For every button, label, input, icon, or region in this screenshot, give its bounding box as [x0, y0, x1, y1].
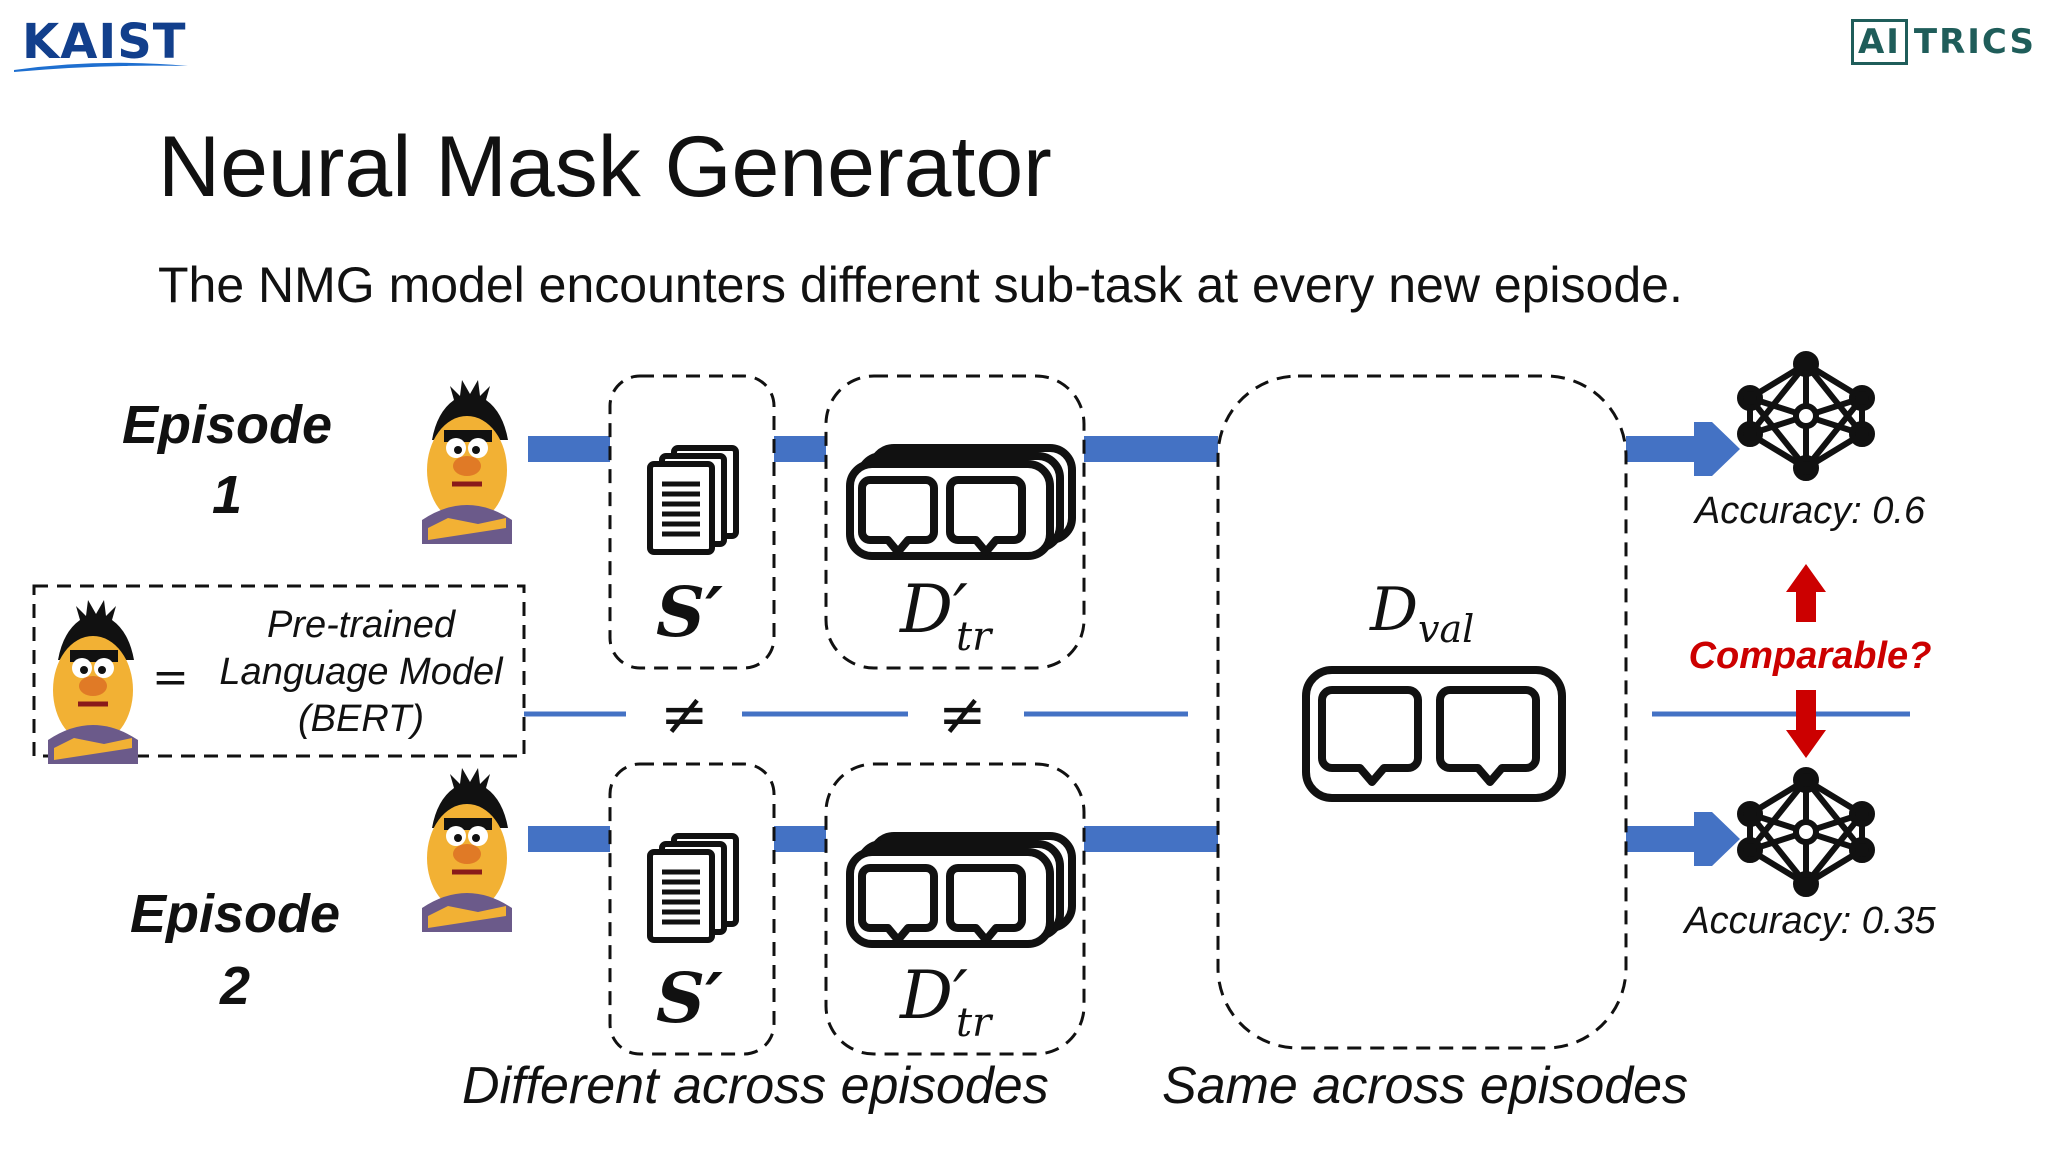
different-across-episodes-label: Different across episodes — [462, 1057, 1049, 1115]
accuracy-episode-1: Accuracy: 0.6 — [1694, 490, 1926, 532]
not-equal-sign: ≠ — [660, 680, 709, 748]
s-prime-box-episode-1 — [608, 374, 776, 670]
d-tr-box-episode-2 — [824, 762, 1086, 1056]
aitrics-logo-text: TRICS — [1913, 22, 2036, 62]
blue-connectors — [528, 422, 1740, 866]
qa-cards-icon — [850, 836, 1072, 944]
neural-network-icon — [1740, 770, 1872, 894]
legend-equals: = — [152, 652, 189, 703]
episode-label-number: 1 — [211, 465, 243, 525]
d-val-label: D — [1369, 575, 1418, 645]
episode-label-word: Episode — [129, 884, 341, 944]
legend-text: Pre-trained Language Model (BERT) — [206, 602, 516, 743]
d-tr-subscript: tr — [956, 1000, 994, 1046]
same-across-episodes-label: Same across episodes — [1162, 1057, 1689, 1115]
legend-line: (BERT) — [298, 698, 424, 740]
page-title: Neural Mask Generator — [158, 119, 1052, 215]
bert-icon — [422, 380, 512, 544]
comparable-label: Comparable? — [1688, 635, 1932, 677]
d-val-qa-icon — [1302, 666, 1566, 802]
neural-network-icon — [1740, 354, 1872, 478]
aitrics-logo-box: AI — [1850, 19, 1908, 65]
bert-icon — [48, 600, 138, 764]
qa-cards-icon — [850, 448, 1072, 556]
d-tr-box-episode-1 — [824, 374, 1086, 670]
kaist-logo-swoosh — [14, 62, 188, 72]
s-prime-box-episode-2 — [608, 762, 776, 1056]
kaist-logo: KAIST — [22, 14, 187, 70]
episode-label-word: Episode — [121, 395, 333, 455]
accuracy-episode-2: Accuracy: 0.35 — [1684, 900, 1936, 942]
document-stack-icon — [650, 448, 736, 552]
not-equal-sign: ≠ — [938, 680, 987, 748]
arrow-up-icon — [1786, 564, 1826, 622]
document-stack-icon — [650, 836, 736, 940]
legend-line: Language Model — [219, 651, 503, 693]
d-tr-label: D′ — [899, 957, 968, 1034]
s-prime-label: S′ — [656, 959, 723, 1039]
d-tr-subscript: tr — [956, 614, 994, 660]
legend-box — [32, 584, 526, 758]
legend-line: Pre-trained — [267, 604, 455, 646]
episode-2-label: Episode 2 — [120, 878, 350, 1022]
subtitle: The NMG model encounters different sub-t… — [158, 257, 1683, 313]
bert-icon — [422, 768, 512, 932]
d-val-box — [1216, 374, 1628, 1050]
d-tr-label: D′ — [899, 571, 968, 648]
s-prime-label: S′ — [656, 573, 723, 653]
episode-label-number: 2 — [219, 956, 251, 1016]
d-val-subscript: val — [1418, 607, 1474, 651]
episode-1-label: Episode 1 — [112, 390, 342, 530]
arrow-down-icon — [1786, 690, 1826, 758]
